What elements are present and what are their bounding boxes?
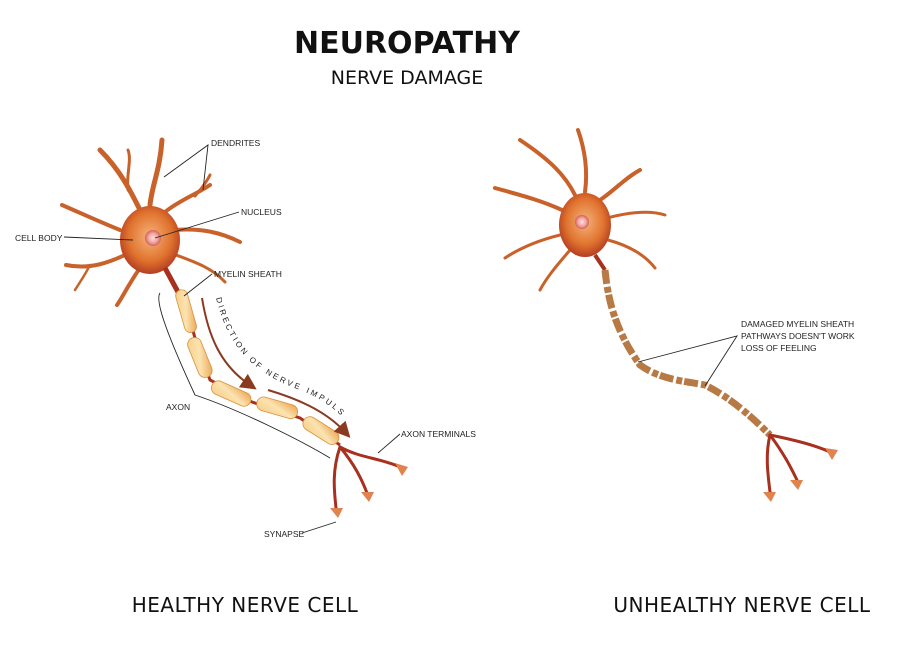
label-myelin-sheath: MYELIN SHEATH bbox=[214, 269, 282, 279]
caption-unhealthy: UNHEALTHY NERVE CELL bbox=[613, 593, 870, 617]
caption-healthy: HEALTHY NERVE CELL bbox=[132, 593, 359, 617]
unhealthy-terminals-graphic bbox=[763, 433, 838, 502]
label-nucleus: NUCLEUS bbox=[241, 207, 282, 217]
label-axon-terminals: AXON TERMINALS bbox=[401, 429, 476, 439]
axon-terminals-graphic bbox=[330, 445, 408, 518]
label-axon: AXON bbox=[166, 402, 190, 412]
label-damaged-myelin: DAMAGED MYELIN SHEATH bbox=[741, 319, 854, 329]
label-dendrites: DENDRITES bbox=[211, 138, 260, 148]
myelin-segments bbox=[175, 289, 340, 445]
title: NEUROPATHY bbox=[294, 26, 521, 61]
label-pathways: PATHWAYS DOESN'T WORK bbox=[741, 331, 855, 341]
damaged-axon-graphic bbox=[601, 269, 773, 438]
label-synapse: SYNAPSE bbox=[264, 529, 304, 539]
direction-label: DIRECTION OF NERVE IMPULSE bbox=[0, 0, 348, 419]
label-loss-of-feeling: LOSS OF FEELING bbox=[741, 343, 817, 353]
nucleus-graphic bbox=[145, 230, 161, 246]
subtitle: NERVE DAMAGE bbox=[331, 67, 484, 89]
label-cell-body: CELL BODY bbox=[15, 233, 63, 243]
unhealthy-neuron: DAMAGED MYELIN SHEATH PATHWAYS DOESN'T W… bbox=[493, 128, 855, 502]
